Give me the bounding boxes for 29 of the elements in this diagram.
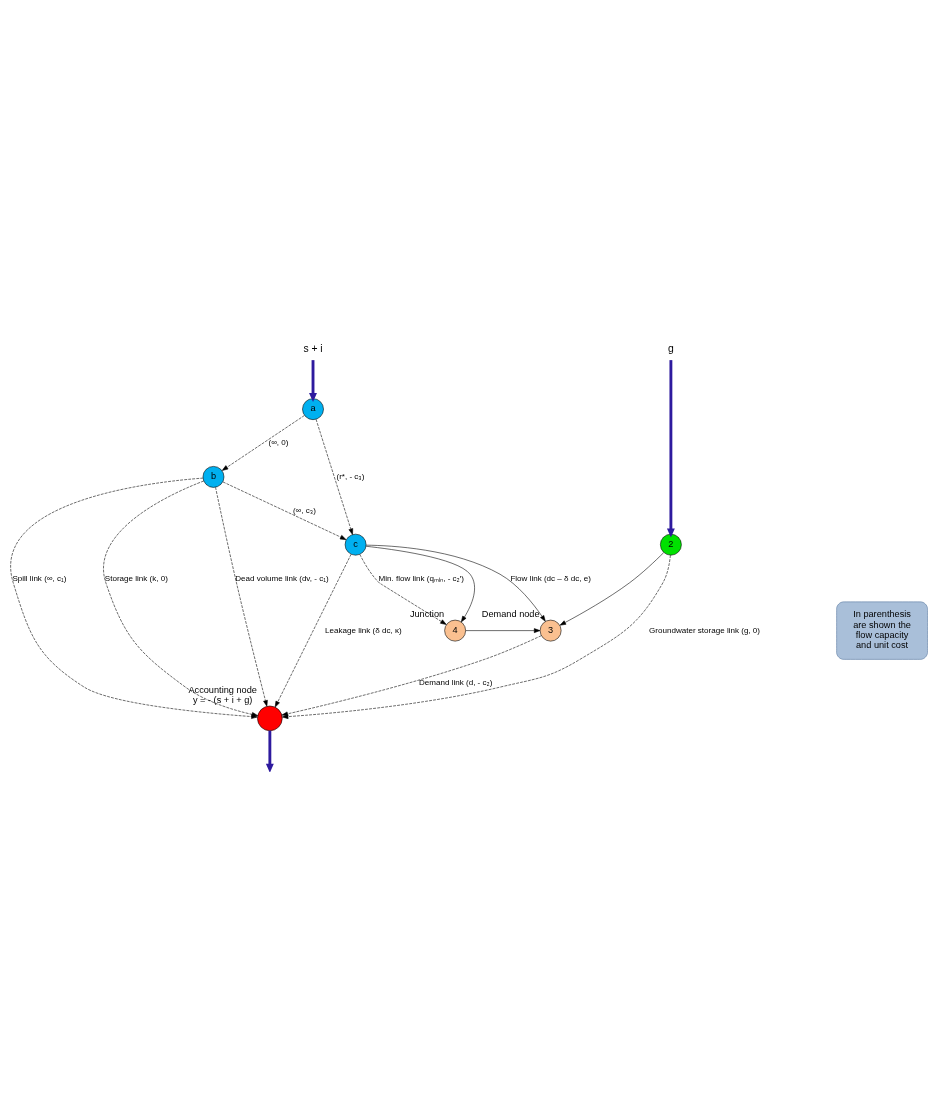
arrow (315, 418, 354, 535)
arrow (222, 481, 347, 540)
arrow (274, 553, 352, 707)
arrow (559, 551, 664, 625)
node-box: In parenthesis are shown the flow capacity and unit cost (836, 601, 928, 660)
arrow (465, 627, 541, 633)
node-circle: a (302, 397, 324, 420)
arrow (282, 554, 671, 719)
arrow (359, 553, 447, 625)
node-circle: c (344, 533, 367, 555)
arrow (265, 730, 274, 772)
node-circle: 2 (660, 533, 682, 555)
node-circle: 4 (444, 619, 466, 641)
arrow (365, 544, 546, 622)
node-label: Demand node (481, 608, 540, 619)
arrow (309, 359, 317, 402)
node-text: s + i (303, 342, 323, 354)
node-circle (257, 705, 283, 731)
arrow (281, 634, 542, 716)
node-label: Junction (409, 608, 445, 619)
arrow (215, 486, 268, 707)
node-label: y = - (s + i + g) (192, 694, 253, 705)
node-text: g (668, 342, 674, 354)
arrow (666, 359, 675, 538)
node-circle: 3 (539, 619, 562, 641)
arrow (365, 545, 475, 622)
arrow (221, 414, 305, 471)
node-label: Accounting node (188, 684, 257, 695)
node-circle: b (202, 465, 225, 488)
